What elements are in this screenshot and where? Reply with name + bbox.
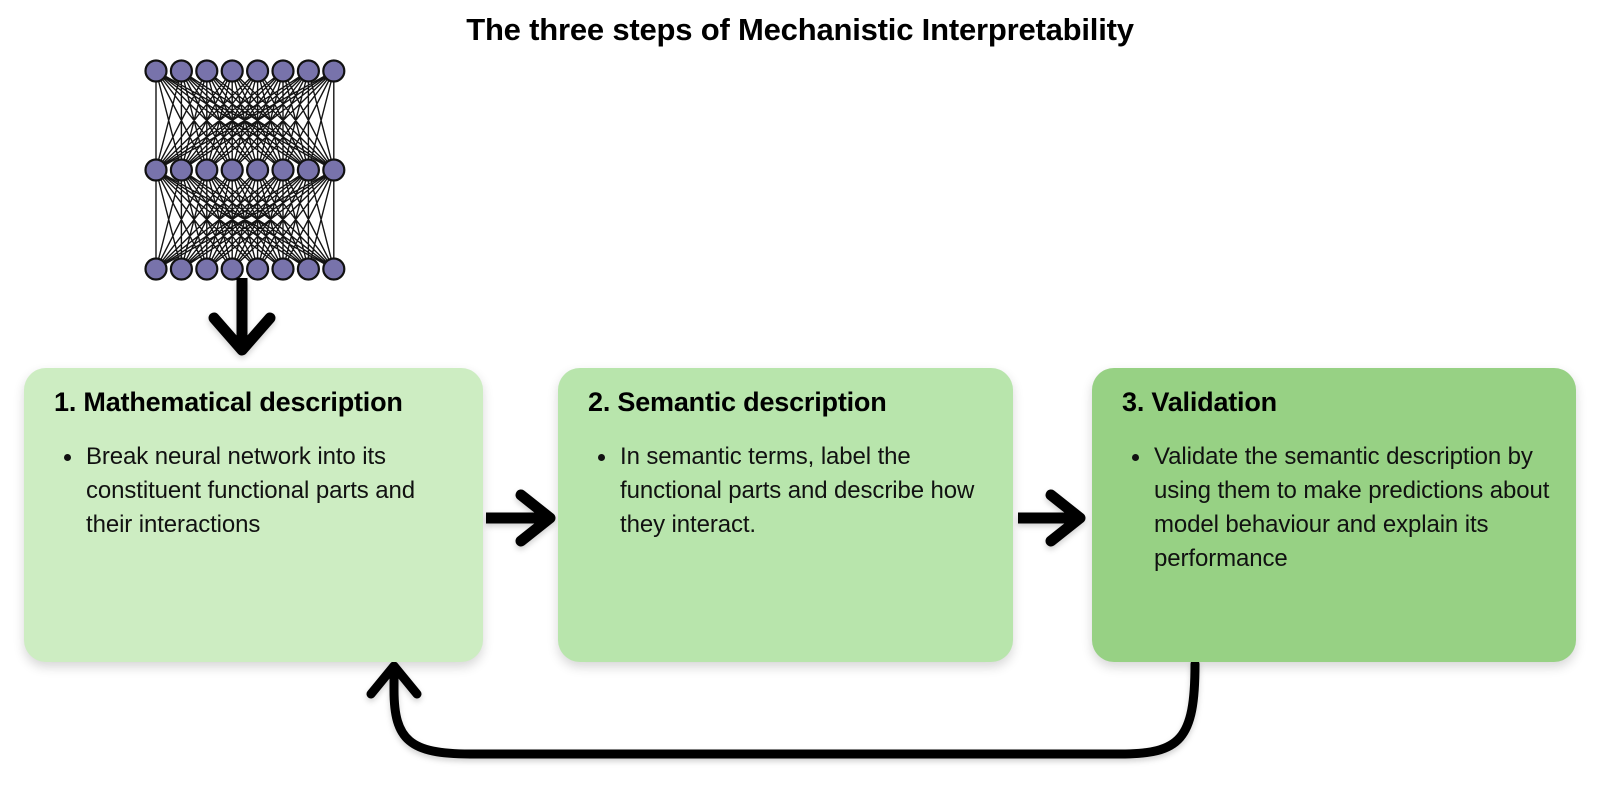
neural-network-diagram [140,55,350,285]
step-2-heading: 2. Semantic description [588,387,887,417]
neuron-node [144,257,168,281]
arrow-step3-to-step1-feedback [366,659,1200,759]
neuron-node [271,257,295,281]
neuron-node [296,59,320,83]
neuron-node [296,158,320,182]
neuron-node [245,158,270,182]
neuron-node [271,158,295,182]
neuron-node [220,158,244,182]
step-3-heading: 3. Validation [1122,387,1277,417]
list-item: Break neural network into its constituen… [64,440,461,542]
arrow-step1-to-step2 [486,489,556,547]
neuron-node [144,59,168,83]
neuron-node [195,158,219,182]
neuron-node [245,59,270,83]
neuron-node [220,257,244,281]
neuron-node [271,59,295,83]
step-2-bullet-list: In semantic terms, label the functional … [580,440,991,542]
step-box-1[interactable]: 1. Mathematical description Break neural… [24,368,483,662]
step-3-bullet-list: Validate the semantic description by usi… [1114,440,1554,576]
neuron-node [245,257,270,281]
step-1-heading: 1. Mathematical description [54,387,403,417]
neuron-node [220,59,244,83]
neuron-node [169,59,194,83]
neuron-node [195,257,219,281]
list-item: In semantic terms, label the functional … [598,440,991,542]
list-item: Validate the semantic description by usi… [1132,440,1554,576]
step-1-bullet-list: Break neural network into its constituen… [46,440,461,542]
neuron-node [322,158,346,182]
step-box-3[interactable]: 3. Validation Validate the semantic desc… [1092,368,1576,662]
arrow-step2-to-step3 [1018,489,1086,547]
neuron-node [144,158,168,182]
neuron-node [296,257,320,281]
neuron-node [169,257,194,281]
neuron-node [322,257,346,281]
neuron-node [322,59,346,83]
neuron-node [195,59,219,83]
page-title: The three steps of Mechanistic Interpret… [466,12,1134,47]
neuron-node [169,158,194,182]
arrow-network-to-step1 [208,278,276,356]
step-box-2[interactable]: 2. Semantic description In semantic term… [558,368,1013,662]
